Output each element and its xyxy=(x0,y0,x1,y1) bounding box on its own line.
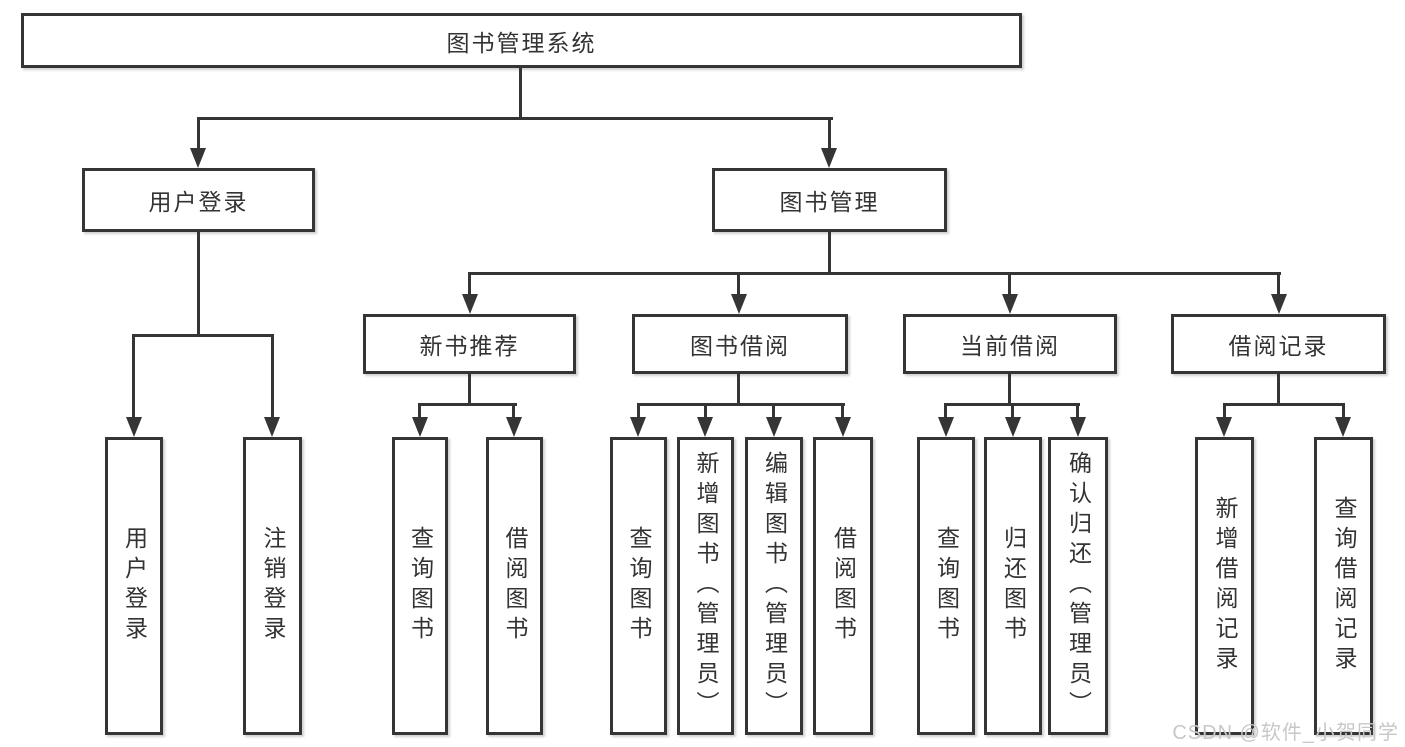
connector-line xyxy=(468,374,471,405)
arrowhead-icon xyxy=(766,417,782,437)
arrowhead-icon xyxy=(731,294,747,314)
connector-line xyxy=(1223,403,1345,406)
connector-line xyxy=(1011,403,1014,419)
node-new-book-recommend-label: 新书推荐 xyxy=(419,333,520,359)
leaf-edit-book-admin-label: 编辑图书（管理员） xyxy=(761,451,788,721)
arrowhead-icon xyxy=(126,417,142,437)
connector-line xyxy=(468,272,471,297)
node-borrow-record-label: 借阅记录 xyxy=(1228,333,1329,359)
leaf-borrow-book-1: 借阅图书 xyxy=(486,437,543,735)
connector-line xyxy=(1342,403,1345,419)
arrowhead-icon xyxy=(938,417,954,437)
connector-line xyxy=(828,232,831,274)
connector-line xyxy=(737,272,740,297)
node-user-login: 用户登录 xyxy=(82,168,315,232)
leaf-borrow-book-2-label: 借阅图书 xyxy=(830,526,857,646)
connector-line xyxy=(1008,272,1011,297)
leaf-logout-label: 注销登录 xyxy=(260,526,286,646)
connector-line xyxy=(1277,272,1280,297)
connector-line xyxy=(637,403,845,406)
leaf-borrow-book-1-label: 借阅图书 xyxy=(502,526,528,646)
arrowhead-icon xyxy=(412,417,428,437)
leaf-confirm-return-admin: 确认归还（管理员） xyxy=(1048,437,1108,735)
leaf-query-book-3: 查询图书 xyxy=(917,437,975,735)
connector-line xyxy=(841,403,844,419)
leaf-borrow-book-2: 借阅图书 xyxy=(813,437,873,735)
leaf-query-book-1-label: 查询图书 xyxy=(407,526,434,646)
connector-line xyxy=(418,403,517,406)
csdn-watermark: CSDN @软件_小贺同学 xyxy=(1172,722,1399,744)
arrowhead-icon xyxy=(1070,417,1086,437)
connector-line xyxy=(737,374,740,405)
leaf-query-book-2-label: 查询图书 xyxy=(626,526,652,646)
connector-line xyxy=(828,117,831,150)
node-new-book-recommend: 新书推荐 xyxy=(363,314,576,374)
leaf-confirm-return-admin-label: 确认归还（管理员） xyxy=(1065,451,1092,721)
connector-line xyxy=(944,403,947,419)
connector-line xyxy=(637,403,640,419)
arrowhead-icon xyxy=(1335,417,1351,437)
arrowhead-icon xyxy=(821,148,837,168)
connector-line xyxy=(271,334,274,419)
leaf-query-book-1: 查询图书 xyxy=(392,437,448,735)
connector-line xyxy=(197,117,200,150)
leaf-query-borrow-record-label: 查询借阅记录 xyxy=(1331,496,1357,676)
leaf-user-login: 用户登录 xyxy=(105,437,163,735)
leaf-logout: 注销登录 xyxy=(243,437,302,735)
connector-line xyxy=(197,232,200,336)
node-book-management-label: 图书管理 xyxy=(779,189,880,215)
node-book-management: 图书管理 xyxy=(712,168,947,232)
arrowhead-icon xyxy=(1002,294,1018,314)
leaf-add-book-admin: 新增图书（管理员） xyxy=(677,437,734,735)
arrowhead-icon xyxy=(630,417,646,437)
connector-line xyxy=(772,403,775,419)
connector-line xyxy=(197,117,833,120)
node-root-label: 图书管理系统 xyxy=(446,29,597,56)
leaf-edit-book-admin: 编辑图书（管理员） xyxy=(745,437,803,735)
connector-line xyxy=(132,334,274,337)
arrowhead-icon xyxy=(697,417,713,437)
leaf-return-book: 归还图书 xyxy=(984,437,1042,735)
leaf-query-book-2: 查询图书 xyxy=(610,437,667,735)
connector-line xyxy=(468,272,1281,275)
arrowhead-icon xyxy=(506,417,522,437)
connector-line xyxy=(418,403,421,419)
leaf-user-login-label: 用户登录 xyxy=(121,526,148,646)
leaf-add-borrow-record: 新增借阅记录 xyxy=(1195,437,1254,735)
node-root: 图书管理系统 xyxy=(21,13,1022,68)
connector-line xyxy=(132,334,135,419)
node-book-borrow-label: 图书借阅 xyxy=(690,333,790,359)
connector-line xyxy=(704,403,707,419)
leaf-query-borrow-record: 查询借阅记录 xyxy=(1314,437,1373,735)
arrowhead-icon xyxy=(462,294,478,314)
node-user-login-label: 用户登录 xyxy=(148,189,249,215)
arrowhead-icon xyxy=(1216,417,1232,437)
connector-line xyxy=(1008,374,1011,405)
connector-line xyxy=(1277,374,1280,405)
leaf-return-book-label: 归还图书 xyxy=(1000,526,1027,646)
arrowhead-icon xyxy=(835,417,851,437)
arrowhead-icon xyxy=(264,417,280,437)
arrowhead-icon xyxy=(190,148,206,168)
leaf-query-book-3-label: 查询图书 xyxy=(933,526,960,646)
node-borrow-record: 借阅记录 xyxy=(1171,314,1386,374)
arrowhead-icon xyxy=(1005,417,1021,437)
node-book-borrow: 图书借阅 xyxy=(632,314,848,374)
leaf-add-borrow-record-label: 新增借阅记录 xyxy=(1212,496,1238,676)
connector-line xyxy=(519,68,522,119)
connector-line xyxy=(1223,403,1226,419)
node-current-borrow-label: 当前借阅 xyxy=(960,333,1060,359)
connector-line xyxy=(512,403,515,419)
node-current-borrow: 当前借阅 xyxy=(903,314,1117,374)
arrowhead-icon xyxy=(1271,294,1287,314)
connector-line xyxy=(1076,403,1079,419)
leaf-add-book-admin-label: 新增图书（管理员） xyxy=(693,451,719,721)
